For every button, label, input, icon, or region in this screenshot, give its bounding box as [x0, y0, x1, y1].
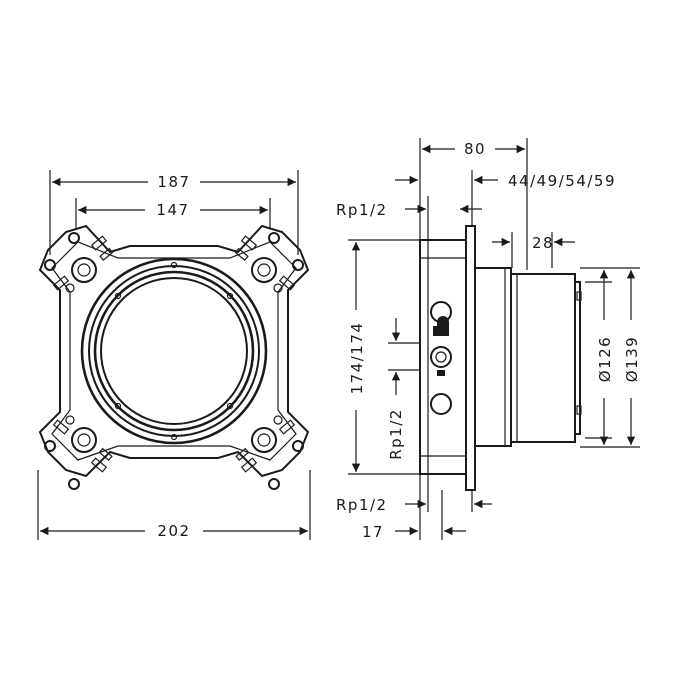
port-middle-inner — [435, 351, 447, 363]
dim-dia-126: Ø126 — [596, 336, 614, 382]
dim-depths: 44/49/54/59 — [508, 172, 616, 190]
flow-symbol-icon — [433, 316, 449, 336]
cylinder — [510, 273, 576, 443]
valve-body — [419, 239, 467, 475]
dim-17: 17 — [362, 523, 384, 541]
rim-clip — [576, 405, 582, 415]
dim-height: 174/174 — [348, 322, 366, 395]
front-view: 187 147 202 — [37, 170, 311, 540]
dim-dia-139: Ø139 — [623, 336, 641, 382]
ring-3 — [93, 270, 255, 432]
inner-opening — [100, 277, 248, 425]
ring-hole — [170, 433, 178, 441]
dim-rp-top: Rp1/2 — [336, 201, 388, 219]
corner-boss-top-left — [44, 232, 114, 293]
mounting-plate-outline — [38, 224, 310, 478]
ring-hole — [114, 292, 122, 300]
port-tab — [437, 370, 445, 376]
ring-hole — [114, 402, 122, 410]
port-middle — [430, 346, 452, 368]
side-view: 80 44/49/54/59 Rp1/2 28 174/174 Rp1/2 Rp… — [336, 138, 641, 541]
port-bottom — [430, 393, 452, 415]
dim-187: 187 — [157, 173, 190, 191]
ring-hole — [226, 292, 234, 300]
corner-boss-bottom-left — [44, 415, 113, 490]
dim-rp-mid: Rp1/2 — [387, 408, 405, 460]
cylinder-rim — [574, 281, 581, 435]
ring-2 — [88, 265, 260, 437]
dim-202: 202 — [157, 522, 190, 540]
dim-rp-bottom: Rp1/2 — [336, 496, 388, 514]
dim-28: 28 — [532, 234, 554, 252]
dim-80: 80 — [464, 140, 486, 158]
corner-boss-top-right — [234, 232, 304, 293]
dim-147: 147 — [156, 201, 189, 219]
outer-ring — [80, 257, 268, 445]
mounting-flange — [465, 225, 476, 491]
ring-hole — [226, 402, 234, 410]
corner-boss-bottom-right — [235, 415, 304, 490]
rim-clip — [576, 291, 582, 301]
ring-hole — [170, 261, 178, 269]
